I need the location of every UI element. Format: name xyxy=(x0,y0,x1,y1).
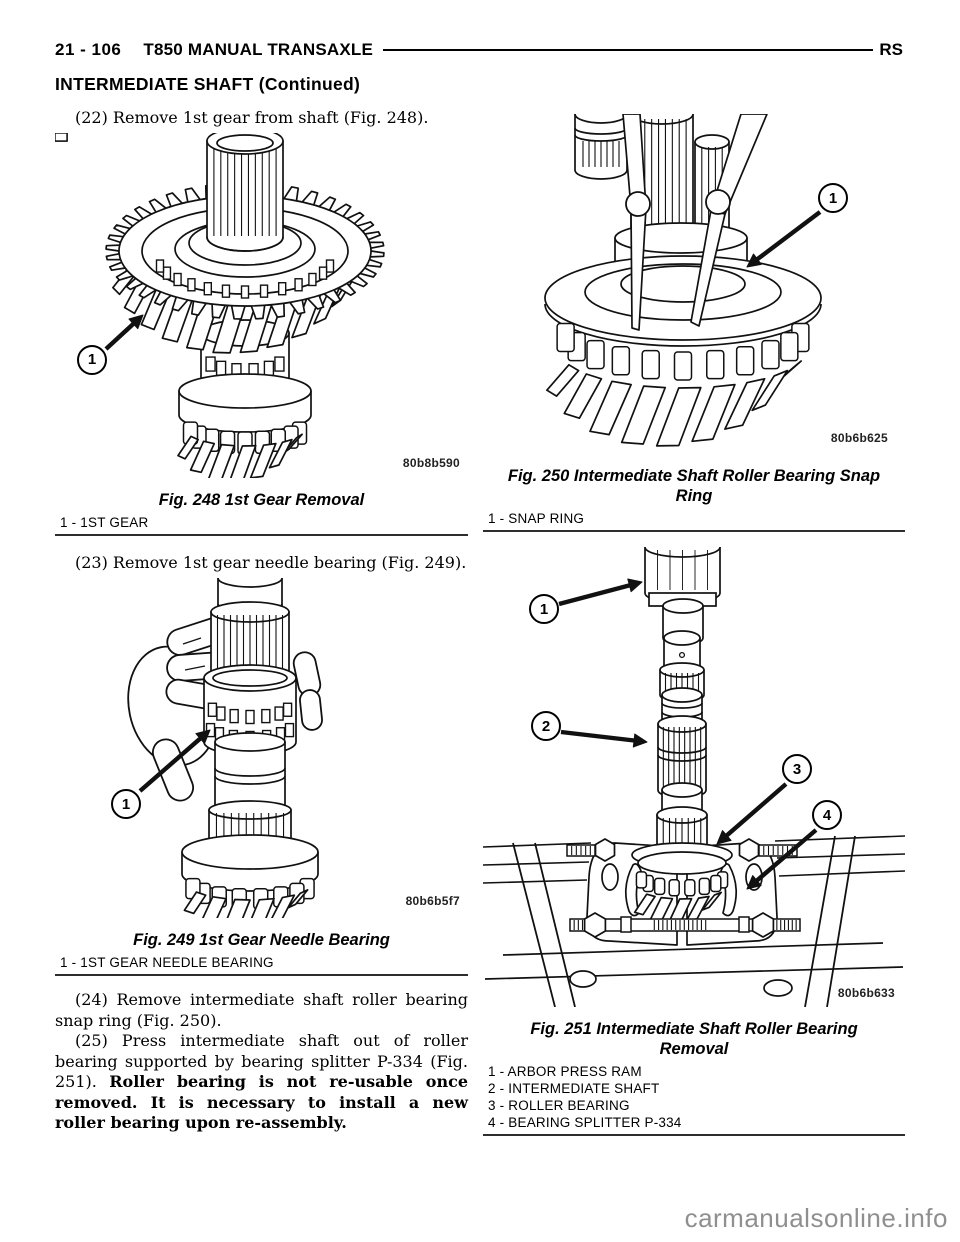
step-22: (22) Remove 1st gear from shaft (Fig. 24… xyxy=(75,108,429,127)
legend-item: 1 - 1ST GEAR NEEDLE BEARING xyxy=(60,955,274,970)
page-number: 21 - 106 xyxy=(55,40,122,59)
left-column: (22) Remove 1st gear from shaft (Fig. 24… xyxy=(55,100,468,1134)
watermark: carmanualsonline.info xyxy=(684,1203,948,1233)
figure-251-legend: 1 - ARBOR PRESS RAM 2 - INTERMEDIATE SHA… xyxy=(483,1063,905,1131)
callout-1: 1 xyxy=(111,789,141,819)
legend-item: 1 - SNAP RING xyxy=(488,511,585,526)
callout-1: 1 xyxy=(77,344,107,375)
figure-code: 80b8b590 xyxy=(402,455,460,470)
right-column: 1 80b6b625 Fig. 250 Intermediate Shaft R… xyxy=(483,100,905,1136)
divider xyxy=(483,530,905,532)
figure-249-legend: 1 - 1ST GEAR NEEDLE BEARING xyxy=(55,954,468,971)
figure-251: 1 2 3 4 80b6b633 xyxy=(483,547,905,1007)
figure-248: 1 80b8b590 xyxy=(55,132,468,478)
header-right-code: RS xyxy=(879,40,903,59)
page-header: 21 - 106 T850 MANUAL TRANSAXLE RS xyxy=(55,40,903,60)
figure-code: 80b6b5f7 xyxy=(405,894,460,908)
callout-4: 4 xyxy=(812,800,842,830)
legend-item: 1 - ARBOR PRESS RAM xyxy=(488,1064,642,1079)
legend-item: 1 - 1ST GEAR xyxy=(60,514,149,530)
divider xyxy=(483,1134,905,1136)
divider xyxy=(55,974,468,976)
legend-item: 3 - ROLLER BEARING xyxy=(488,1098,630,1113)
header-divider-line xyxy=(383,49,874,51)
callout-2: 2 xyxy=(531,711,561,741)
figure-250-caption: Fig. 250 Intermediate Shaft Roller Beari… xyxy=(507,467,881,505)
figure-248-caption: Fig. 248 1st Gear Removal xyxy=(158,490,365,509)
figure-251-caption: Fig. 251 Intermediate Shaft Roller Beari… xyxy=(530,1020,858,1058)
fig-251-art xyxy=(483,547,905,1007)
figure-249: 1 80b6b5f7 xyxy=(55,578,468,918)
step-25: (25) Press intermediate shaft out of rol… xyxy=(55,1031,468,1132)
legend-item: 4 - BEARING SPLITTER P-334 xyxy=(488,1115,682,1130)
callout-1: 1 xyxy=(529,594,559,624)
step-23: (23) Remove 1st gear needle bearing (Fig… xyxy=(75,552,467,572)
callout-1: 1 xyxy=(818,183,848,213)
section-title: INTERMEDIATE SHAFT (Continued) xyxy=(55,74,361,94)
figure-250-legend: 1 - SNAP RING xyxy=(483,510,905,527)
figure-code: 80b6b625 xyxy=(830,431,888,445)
figure-248-legend: 1 - 1ST GEAR xyxy=(55,514,468,531)
callout-3: 3 xyxy=(782,754,812,784)
fig-249-art xyxy=(127,578,323,918)
step-24: (24) Remove intermediate shaft roller be… xyxy=(55,990,468,1030)
legend-item: 2 - INTERMEDIATE SHAFT xyxy=(488,1081,660,1096)
header-title: T850 MANUAL TRANSAXLE xyxy=(143,40,374,59)
figure-250: 1 80b6b625 xyxy=(483,114,905,454)
figure-code: 80b6b633 xyxy=(837,986,895,1000)
fig-250-art xyxy=(544,114,822,447)
step-25-warning: Roller bearing is not re-usable once rem… xyxy=(55,1072,468,1132)
divider xyxy=(55,533,468,536)
figure-249-caption: Fig. 249 1st Gear Needle Bearing xyxy=(133,931,390,949)
fig-248-art xyxy=(55,132,385,478)
